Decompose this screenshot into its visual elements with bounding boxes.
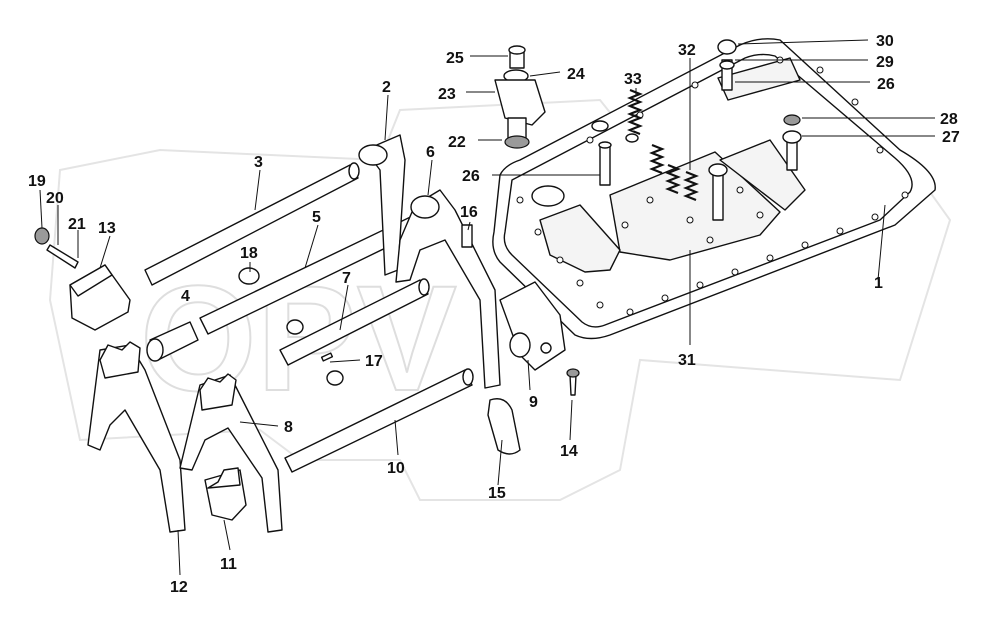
cover-studs-and-nuts	[591, 39, 802, 221]
callout-labels: 1 2 3 4 5 6 7 8 9 10 11 12 13 14 15 16 1…	[28, 33, 960, 596]
label-21: 21	[68, 216, 86, 233]
label-13: 13	[98, 220, 116, 237]
label-17: 17	[365, 353, 383, 370]
label-11: 11	[220, 556, 237, 573]
small-parts-left	[34, 227, 199, 362]
label-1: 1	[874, 275, 883, 292]
label-16: 16	[460, 204, 478, 221]
selector-block	[499, 281, 580, 396]
shift-forks-front	[87, 341, 283, 533]
label-4: 4	[181, 288, 190, 305]
label-20: 20	[46, 190, 64, 207]
label-18: 18	[240, 245, 258, 262]
label-26b: 26	[877, 76, 895, 93]
label-14: 14	[560, 443, 578, 460]
lever-pivot-assembly	[494, 45, 546, 149]
shift-forks-rear	[358, 134, 501, 389]
label-22: 22	[448, 134, 466, 151]
label-32: 32	[678, 42, 696, 59]
label-33: 33	[624, 71, 642, 88]
label-10: 10	[387, 460, 405, 477]
label-12: 12	[170, 579, 188, 596]
label-28: 28	[940, 111, 958, 128]
label-2: 2	[382, 79, 391, 96]
pad-15	[487, 398, 521, 455]
label-30: 30	[876, 33, 894, 50]
leader-lines	[39, 39, 935, 576]
label-31: 31	[678, 352, 696, 369]
label-15: 15	[488, 485, 506, 502]
label-26a: 26	[462, 168, 480, 185]
label-24: 24	[567, 66, 585, 83]
label-6: 6	[426, 144, 435, 161]
label-27: 27	[942, 129, 960, 146]
label-19: 19	[28, 173, 46, 190]
block-11	[204, 467, 247, 521]
label-3: 3	[254, 154, 263, 171]
label-29: 29	[876, 54, 894, 71]
label-23: 23	[438, 86, 456, 103]
shift-rails	[144, 162, 474, 473]
label-7: 7	[342, 270, 351, 287]
label-9: 9	[529, 394, 538, 411]
label-5: 5	[312, 209, 321, 226]
label-25: 25	[446, 50, 464, 67]
label-8: 8	[284, 419, 293, 436]
detent-springs	[627, 88, 699, 202]
